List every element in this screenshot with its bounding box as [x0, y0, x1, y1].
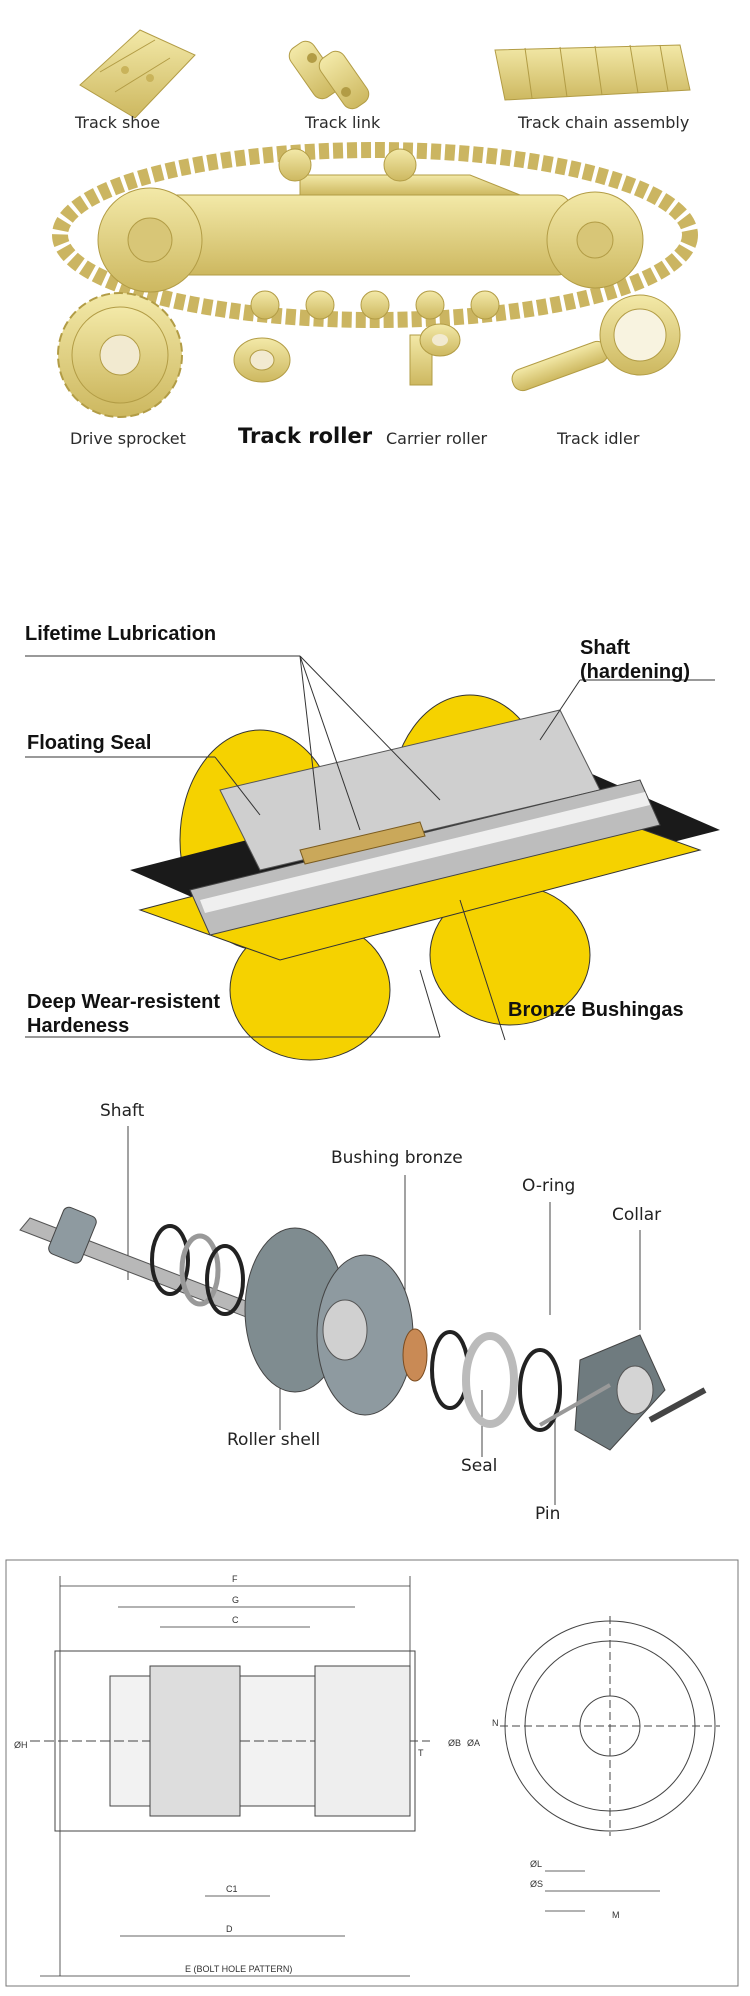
dim-C: C — [232, 1615, 239, 1625]
callout-deep-wear: Deep Wear-resistent Hardeness — [27, 990, 220, 1038]
track-idler-image — [511, 294, 681, 392]
caption-track-idler: Track idler — [557, 429, 640, 448]
undercarriage-parts-panel: Track shoe Track link Track chain assemb… — [0, 0, 750, 470]
track-shoe-image — [79, 29, 196, 119]
caption-drive-sprocket: Drive sprocket — [70, 429, 186, 448]
drive-sprocket-real — [57, 292, 183, 418]
dim-L: ØL — [530, 1859, 542, 1869]
caption-track-link: Track link — [305, 113, 381, 132]
caption-track-shoe: Track shoe — [75, 113, 161, 132]
carrier-roller-image — [409, 323, 461, 386]
caption-carrier-roller: Carrier roller — [386, 429, 488, 448]
callout-deep-wear-line2: Hardeness — [27, 1015, 130, 1037]
callout-bronze-bushings: Bronze Bushingas — [508, 999, 684, 1021]
dim-G: G — [232, 1595, 239, 1605]
technical-drawing-panel: F G C ØH ØB ØA T N C1 D E (BOLT HOLE PAT… — [0, 1556, 750, 1996]
dim-S: ØS — [530, 1879, 543, 1889]
dim-T: T — [418, 1748, 424, 1758]
callout-deep-wear-line1: Deep Wear-resistent — [27, 991, 221, 1013]
label-o-ring: O-ring — [522, 1176, 576, 1196]
dim-E: E (BOLT HOLE PATTERN) — [185, 1964, 292, 1974]
dim-C1: C1 — [226, 1884, 238, 1894]
track-chain-assembly-image — [494, 44, 691, 101]
cross-section-panel: Lifetime Lubrication Shaft (hardening) F… — [0, 600, 750, 1080]
track-roller-image — [233, 337, 291, 383]
label-shaft: Shaft — [100, 1101, 145, 1121]
caption-track-roller: Track roller — [238, 424, 373, 448]
callout-floating-seal: Floating Seal — [27, 732, 152, 754]
caption-track-chain-assembly: Track chain assembly — [518, 113, 690, 132]
dim-D: D — [226, 1924, 233, 1934]
label-collar: Collar — [612, 1205, 662, 1225]
label-pin: Pin — [535, 1504, 561, 1524]
dim-N: N — [492, 1718, 499, 1728]
callout-shaft-line2: (hardening) — [580, 661, 690, 683]
cross-section-illustration — [25, 655, 720, 1061]
label-roller-shell: Roller shell — [227, 1430, 321, 1450]
track-link-image — [288, 40, 370, 110]
dim-A: ØA — [467, 1738, 480, 1748]
undercarriage-parts-illustration — [52, 29, 698, 418]
callout-shaft: Shaft (hardening) — [580, 636, 690, 684]
exploded-view-panel: Shaft Bushing bronze O-ring Collar Rolle… — [0, 1090, 750, 1560]
dim-B: ØB — [448, 1738, 461, 1748]
dim-H: ØH — [14, 1740, 28, 1750]
callout-lifetime-lubrication: Lifetime Lubrication — [25, 623, 217, 645]
label-seal: Seal — [461, 1456, 498, 1476]
dim-F: F — [232, 1574, 238, 1584]
callout-shaft-line1: Shaft — [580, 637, 630, 659]
dim-M: M — [612, 1910, 620, 1920]
technical-drawing: F G C ØH ØB ØA T N C1 D E (BOLT HOLE PAT… — [5, 1559, 739, 1987]
label-bushing-bronze: Bushing bronze — [331, 1148, 463, 1168]
undercarriage-assembly-image — [52, 142, 698, 328]
exploded-view-illustration — [19, 1126, 707, 1505]
